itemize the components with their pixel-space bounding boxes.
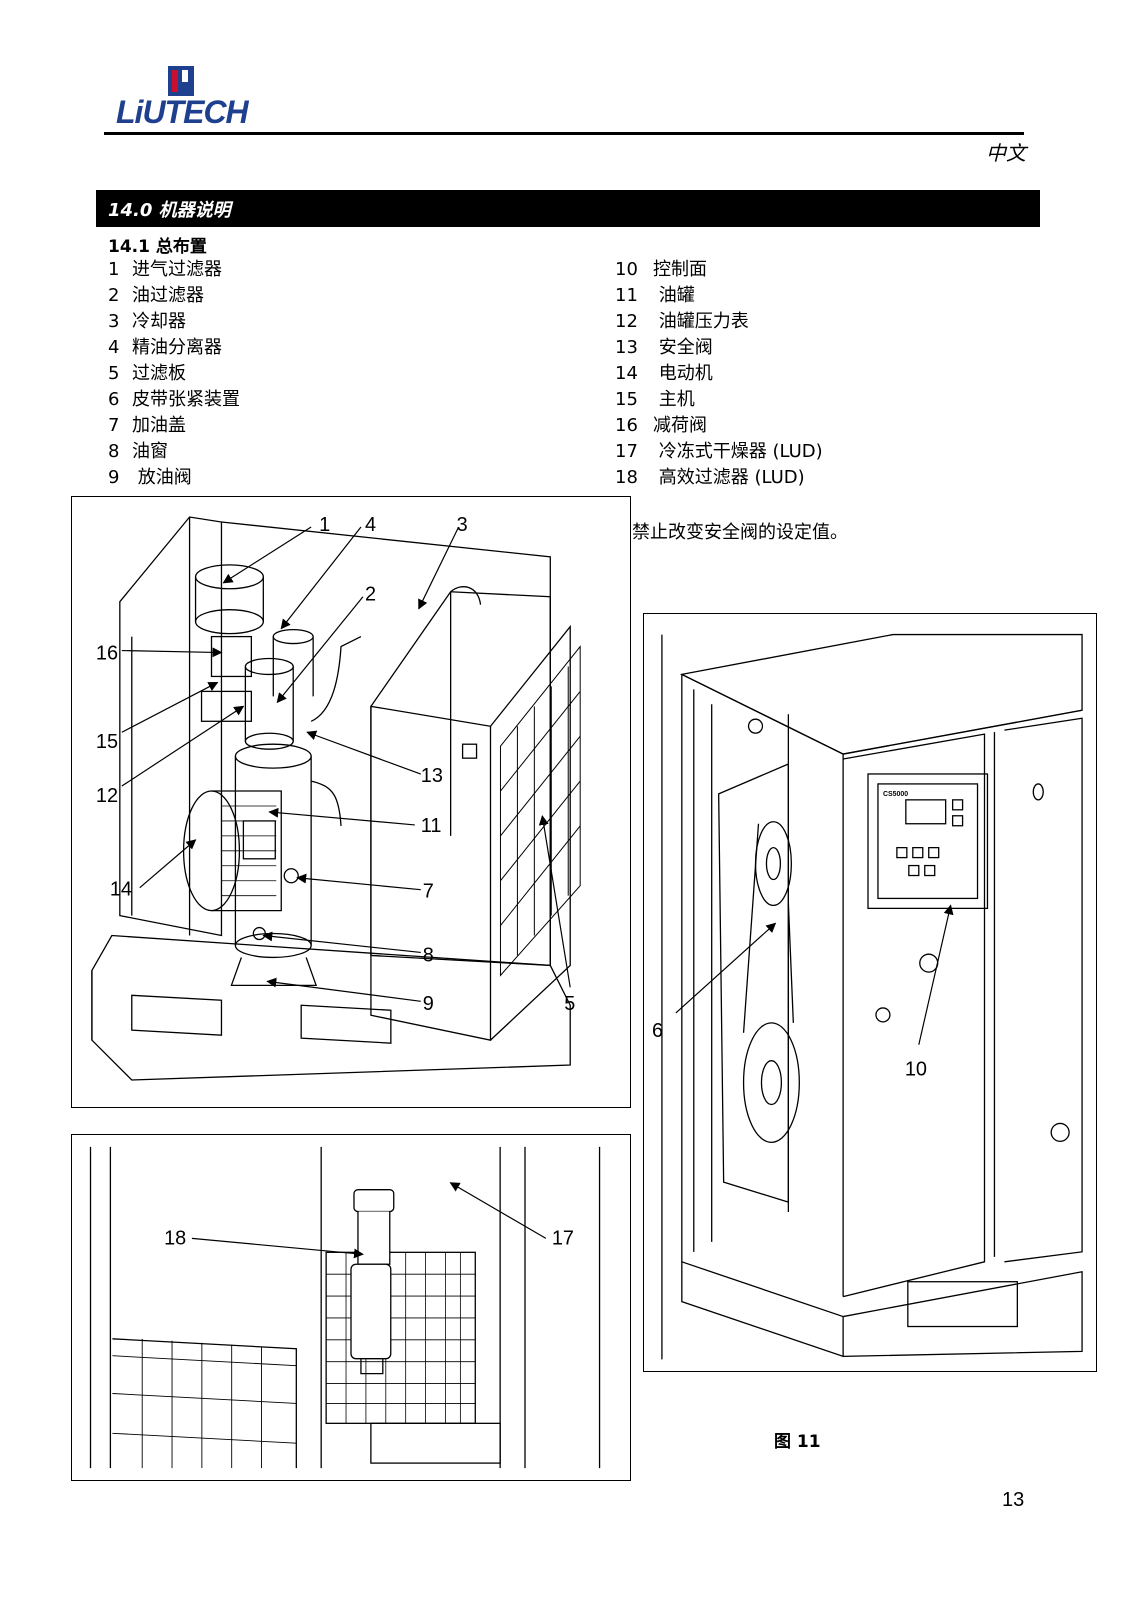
callout-16: 16: [96, 643, 118, 665]
callout-7: 7: [423, 881, 434, 903]
list-item: 18 高效过滤器 (LUD): [615, 467, 805, 488]
controller-label: CS5000: [883, 791, 908, 798]
callout-15: 15: [96, 731, 118, 753]
list-item: 12 油罐压力表: [615, 311, 749, 332]
callout-12: 12: [96, 785, 118, 807]
logo-mark: [168, 66, 194, 96]
dryer-drawing: 18 17: [89, 1146, 601, 1469]
callout-13: 13: [421, 765, 443, 787]
figure-caption: 图 11: [774, 1432, 821, 1452]
list-item: 14 电动机: [615, 363, 713, 384]
control-side-drawing: CS5000 6 10: [652, 633, 1083, 1360]
callout-4: 4: [365, 514, 376, 536]
callout-2: 2: [365, 584, 376, 606]
list-item: 9 放油阀: [108, 467, 192, 488]
page-number: 13: [1002, 1489, 1025, 1511]
section-title: 14.0 机器说明: [108, 200, 231, 221]
callout-5: 5: [564, 993, 575, 1015]
figure-compressor-overview: 1 4 3 2 16 15 12 13 11 14 7 8 9 5: [71, 496, 631, 1108]
callout-11: 11: [421, 815, 442, 837]
callout-1: 1: [319, 514, 330, 536]
callout-10: 10: [905, 1059, 927, 1081]
callout-3: 3: [457, 514, 468, 536]
list-item: 13 安全阀: [615, 337, 713, 358]
list-item: 15 主机: [615, 389, 695, 410]
callout-14: 14: [110, 879, 132, 901]
callout-17: 17: [552, 1227, 574, 1249]
figure-control-side: CS5000 6 10: [643, 613, 1097, 1372]
callout-8: 8: [423, 944, 434, 966]
safety-warning: 禁止改变安全阀的设定值。: [632, 522, 848, 543]
callout-6: 6: [652, 1020, 663, 1042]
callout-18: 18: [164, 1227, 186, 1249]
section-bar: [96, 190, 1040, 227]
header-rule: [104, 132, 1024, 135]
callout-9: 9: [423, 993, 434, 1015]
subsection-title: 14.1 总布置: [108, 237, 207, 257]
compressor-drawing: 1 4 3 2 16 15 12 13 11 14 7 8 9 5: [91, 514, 581, 1081]
list-item: 17 冷冻式干燥器 (LUD): [615, 441, 823, 462]
logo: LiUTECH: [116, 94, 249, 130]
language-label: 中文: [986, 141, 1026, 165]
list-item: 11 油罐: [615, 285, 695, 306]
figure-dryer-detail: 18 17: [71, 1134, 631, 1481]
